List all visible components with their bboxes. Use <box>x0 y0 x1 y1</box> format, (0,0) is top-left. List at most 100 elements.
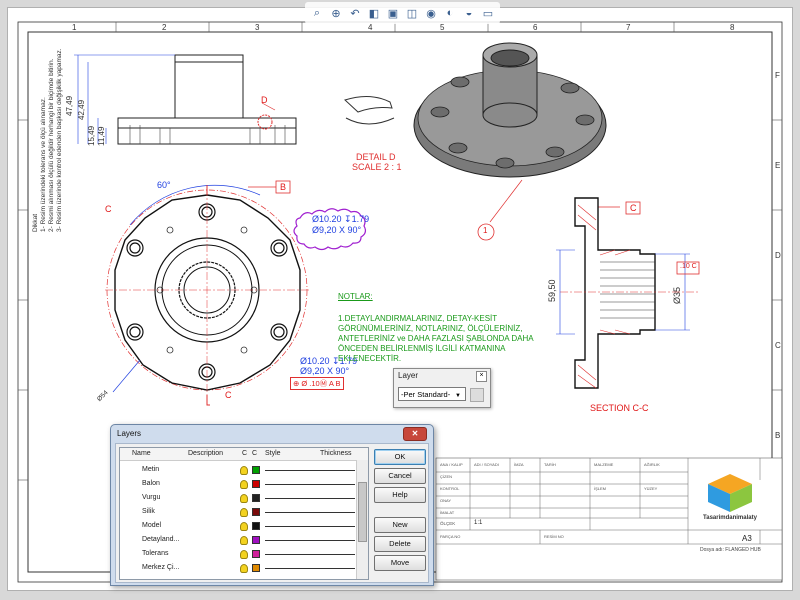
delete-button[interactable]: Delete <box>374 536 426 552</box>
color-swatch[interactable] <box>252 494 260 502</box>
col-thickness[interactable]: Thickness <box>320 450 352 457</box>
color-swatch[interactable] <box>252 480 260 488</box>
color-swatch[interactable] <box>252 466 260 474</box>
isometric-view <box>413 42 607 178</box>
col-label: 2 <box>162 23 167 32</box>
visibility-bulb-icon[interactable] <box>240 480 248 489</box>
svg-text:İMZA: İMZA <box>514 462 524 467</box>
scale-value: 1:1 <box>474 520 483 526</box>
line-style <box>265 526 355 527</box>
line-style <box>265 498 355 499</box>
svg-text:PARÇA NO: PARÇA NO <box>440 534 460 539</box>
view-settings-icon[interactable]: ▭ <box>482 7 494 20</box>
color-swatch[interactable] <box>252 522 260 530</box>
layer-row[interactable]: Model <box>120 520 356 532</box>
col-name[interactable]: Name <box>132 450 151 457</box>
layers-list[interactable]: Name Description C C Style Thickness Met… <box>119 447 369 580</box>
apply-scene-icon[interactable]: ◒ <box>465 7 473 19</box>
side-note-warning: Dikkat <box>32 213 39 232</box>
scale-label: ÖLÇEK <box>440 521 456 526</box>
hole-callout-3: Ø10.20 ↧1.79 <box>300 356 358 366</box>
visibility-bulb-icon[interactable] <box>240 466 248 475</box>
row-label: F <box>775 71 780 80</box>
col-description[interactable]: Description <box>188 450 224 457</box>
angle-dim: 60° <box>157 180 171 190</box>
zoom-fit-icon[interactable]: ⌕ <box>313 6 321 19</box>
visibility-bulb-icon[interactable] <box>240 494 248 503</box>
layer-name: Model <box>142 522 162 529</box>
layer-row[interactable]: Metin <box>120 464 356 476</box>
datum-c-box <box>625 201 641 215</box>
hide-show-icon[interactable]: ◉ <box>426 7 436 20</box>
datum-c: C <box>630 203 637 213</box>
revision-cloud <box>293 208 367 251</box>
hole-callout-1: Ø10.20 ↧1.79 <box>312 214 370 224</box>
layer-properties-icon[interactable] <box>470 388 484 402</box>
previous-view-icon[interactable]: ↶ <box>350 7 360 20</box>
layer-toolbar-close-icon[interactable]: × <box>476 371 487 382</box>
new-button[interactable]: New <box>374 517 426 533</box>
dim-42: 42,49 <box>77 99 86 120</box>
svg-text:AĞIRLIK: AĞIRLIK <box>644 462 660 467</box>
layer-select[interactable]: -Per Standard- ▼ <box>398 387 466 401</box>
row-label: D <box>775 251 781 260</box>
list-scrollbar[interactable] <box>356 460 368 579</box>
layer-row[interactable]: Balon <box>120 478 356 490</box>
svg-text:RESİM NO: RESİM NO <box>544 534 564 539</box>
cancel-button[interactable]: Cancel <box>374 468 426 484</box>
layer-row[interactable]: Tolerans <box>120 548 356 560</box>
color-swatch[interactable] <box>252 564 260 572</box>
col-c1[interactable]: C <box>242 450 248 457</box>
visibility-bulb-icon[interactable] <box>240 564 248 573</box>
line-style <box>265 470 355 471</box>
col-style[interactable]: Style <box>265 450 281 457</box>
svg-text:TARİH: TARİH <box>544 462 556 467</box>
col-label: 4 <box>368 23 373 32</box>
dim-15: 15,49 <box>87 125 96 146</box>
hole-callout-4: Ø9,20 X 90° <box>300 366 350 376</box>
col-c2[interactable]: C <box>252 450 258 457</box>
layer-row[interactable]: Detayland... <box>120 534 356 546</box>
layer-row[interactable]: Silik <box>120 506 356 518</box>
visibility-bulb-icon[interactable] <box>240 550 248 559</box>
side-note-2: 2- Resmi alınması ölçülü değildir herhan… <box>48 58 55 232</box>
side-note-3: 3- Resim üzerinde kontrol edenden başkas… <box>56 48 63 232</box>
section-view-icon[interactable]: ◧ <box>368 7 380 20</box>
help-button[interactable]: Help <box>374 487 426 503</box>
edit-appearance-icon[interactable]: ◐ <box>446 7 454 19</box>
visibility-bulb-icon[interactable] <box>240 536 248 545</box>
side-view-dims <box>74 54 175 144</box>
layer-row[interactable]: Merkez Çi... <box>120 562 356 574</box>
svg-text:ONAY: ONAY <box>440 498 451 503</box>
line-style <box>265 512 355 513</box>
datum-b-box <box>275 180 291 194</box>
chevron-down-icon[interactable]: ▼ <box>455 393 461 399</box>
layer-row[interactable]: Vurgu <box>120 492 356 504</box>
line-style <box>265 540 355 541</box>
side-view <box>117 54 297 145</box>
close-icon[interactable]: ✕ <box>403 427 427 441</box>
view-toolbar: ⌕ ⊕ ↶ ◧ ▣ ◫ ◉ ◐ ◒ ▭ <box>305 2 500 24</box>
list-header: Name Description C C Style Thickness <box>120 448 368 461</box>
visibility-bulb-icon[interactable] <box>240 522 248 531</box>
section-c-bottom: C <box>225 390 232 400</box>
detail-d-title: DETAIL D <box>356 152 396 162</box>
logo-cube-icon <box>708 474 752 512</box>
layer-name: Silik <box>142 508 155 515</box>
color-swatch[interactable] <box>252 550 260 558</box>
zoom-area-icon[interactable]: ⊕ <box>331 7 341 20</box>
svg-text:ÇİZEN: ÇİZEN <box>440 474 452 479</box>
color-swatch[interactable] <box>252 536 260 544</box>
view-orientation-icon[interactable]: ▣ <box>387 7 399 20</box>
ok-button[interactable]: OK <box>374 449 426 465</box>
section-view <box>556 197 700 389</box>
scrollbar-thumb[interactable] <box>358 482 367 542</box>
layer-name: Detayland... <box>142 536 180 543</box>
color-swatch[interactable] <box>252 508 260 516</box>
display-style-icon[interactable]: ◫ <box>406 7 418 20</box>
visibility-bulb-icon[interactable] <box>240 508 248 517</box>
move-button[interactable]: Move <box>374 555 426 571</box>
balloon-circle <box>477 223 495 241</box>
